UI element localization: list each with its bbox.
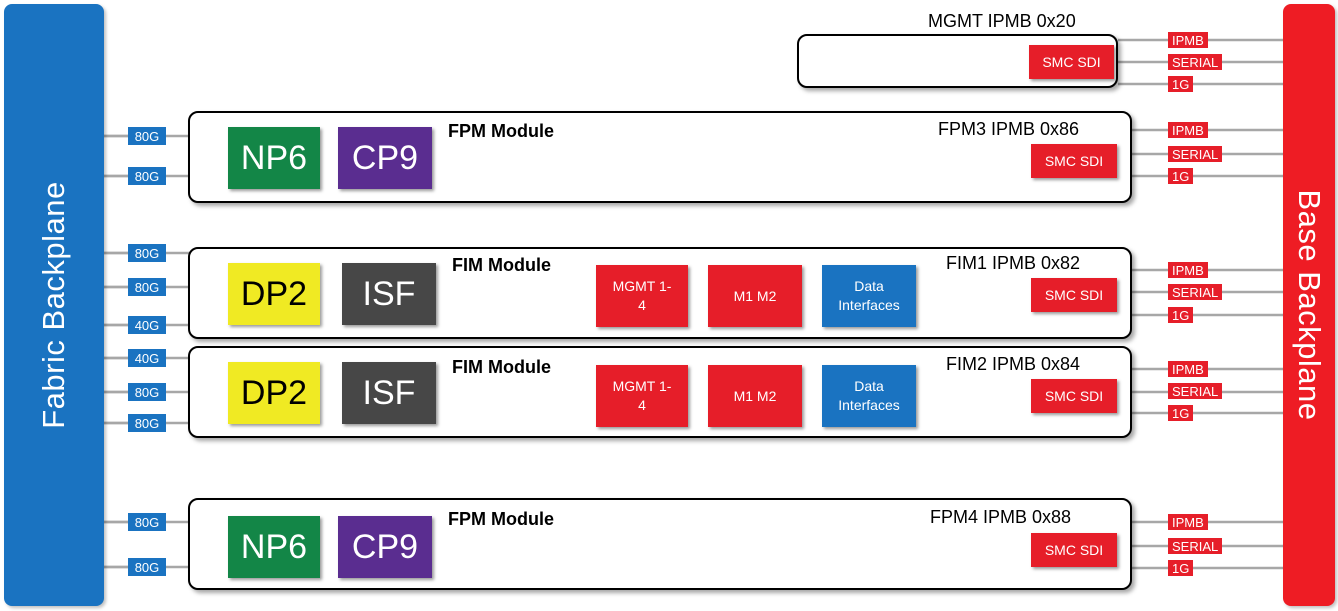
base-backplane-label: Base Backplane: [1292, 189, 1327, 421]
fim2-mgmt-block: MGMT 1-4: [596, 365, 688, 427]
fim1-isf-chip: ISF: [342, 263, 436, 325]
fim2-dp2-chip: DP2: [228, 362, 320, 424]
fim1-dp2-chip: DP2: [228, 263, 320, 325]
fabric-link-tag: 40G: [128, 349, 166, 367]
fim2-isf-chip: ISF: [342, 362, 436, 424]
fpm3-cp9-chip: CP9: [338, 127, 432, 189]
fim1-title: FIM Module: [452, 255, 551, 275]
fabric-backplane-label: Fabric Backplane: [36, 181, 71, 429]
fpm3-title: FPM Module: [448, 121, 554, 141]
fim1-m1m2-block: M1 M2: [708, 265, 802, 327]
fpm3-ipmb-label: FPM3 IPMB 0x86: [938, 119, 1080, 139]
fabric-link-tag: 80G: [128, 167, 166, 185]
mgmt-ipmb-link-tag: IPMB: [1168, 32, 1208, 48]
mgmt-smc-sdi: SMC SDI: [1029, 45, 1114, 79]
fabric-link-tag: 80G: [128, 558, 166, 576]
fpm3-smc-sdi: SMC SDI: [1031, 144, 1117, 178]
fabric-link-tag: 80G: [128, 383, 166, 401]
fim1-1g-link-tag: 1G: [1168, 307, 1194, 323]
fpm4-ipmb-link-tag: IPMB: [1168, 514, 1208, 530]
fpm3-serial-link-tag: SERIAL: [1168, 146, 1223, 162]
fabric-backplane: Fabric Backplane: [4, 4, 104, 606]
mgmt-module: SMC SDI: [797, 34, 1118, 88]
fim1-smc-sdi: SMC SDI: [1031, 278, 1117, 312]
fim1-serial-link-tag: SERIAL: [1168, 284, 1223, 300]
fim2-ipmb-label: FIM2 IPMB 0x84: [946, 354, 1081, 374]
fpm3-module: NP6 CP9 FPM Module FPM3 IPMB 0x86 SMC SD…: [188, 111, 1132, 203]
base-backplane: Base Backplane: [1283, 4, 1335, 606]
fpm4-np6-chip: NP6: [228, 516, 320, 578]
fim2-ipmb-link-tag: IPMB: [1168, 361, 1208, 377]
fim2-title: FIM Module: [452, 357, 551, 377]
mgmt-serial-link-tag: SERIAL: [1168, 54, 1223, 70]
base-wires: [1118, 38, 1283, 570]
fpm3-1g-link-tag: 1G: [1168, 168, 1194, 184]
fim1-ipmb-link-tag: IPMB: [1168, 262, 1208, 278]
fim1-ipmb-label: FIM1 IPMB 0x82: [946, 253, 1081, 273]
fim1-module: DP2 ISF FIM Module MGMT 1-4 M1 M2 Data I…: [188, 247, 1132, 339]
fpm4-serial-link-tag: SERIAL: [1168, 538, 1223, 554]
mgmt-1g-link-tag: 1G: [1168, 76, 1194, 92]
fabric-link-tag: 80G: [128, 414, 166, 432]
fabric-link-tag: 80G: [128, 127, 166, 145]
fpm4-title: FPM Module: [448, 509, 554, 529]
fim2-m1m2-block: M1 M2: [708, 365, 802, 427]
fpm4-cp9-chip: CP9: [338, 516, 432, 578]
fim2-module: DP2 ISF FIM Module MGMT 1-4 M1 M2 Data I…: [188, 346, 1132, 438]
fim2-data-interfaces-block: Data Interfaces: [822, 365, 916, 427]
fpm3-np6-chip: NP6: [228, 127, 320, 189]
fim2-smc-sdi: SMC SDI: [1031, 379, 1117, 413]
fpm4-module: NP6 CP9 FPM Module FPM4 IPMB 0x88 SMC SD…: [188, 498, 1132, 590]
fim1-data-interfaces-block: Data Interfaces: [822, 265, 916, 327]
fpm4-smc-sdi: SMC SDI: [1031, 533, 1117, 567]
fim2-serial-link-tag: SERIAL: [1168, 383, 1223, 399]
mgmt-ipmb-label: MGMT IPMB 0x20: [928, 11, 1076, 31]
fabric-link-tag: 80G: [128, 513, 166, 531]
fabric-link-tag: 80G: [128, 244, 166, 262]
fabric-link-tag: 80G: [128, 278, 166, 296]
fim2-1g-link-tag: 1G: [1168, 405, 1194, 421]
fpm4-1g-link-tag: 1G: [1168, 560, 1194, 576]
fpm3-ipmb-link-tag: IPMB: [1168, 122, 1208, 138]
fabric-link-tag: 40G: [128, 316, 166, 334]
fpm4-ipmb-label: FPM4 IPMB 0x88: [930, 507, 1072, 527]
fim1-mgmt-block: MGMT 1-4: [596, 265, 688, 327]
